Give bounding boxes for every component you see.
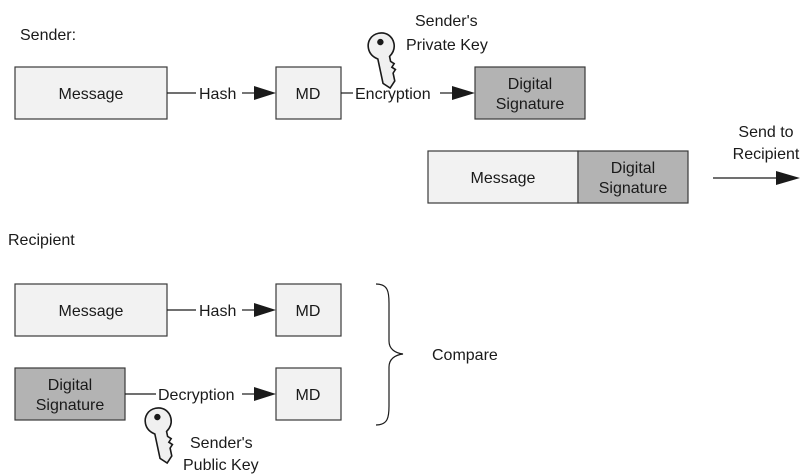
- sender-signature-box: [474, 66, 586, 120]
- recipient-hash-label: Hash: [199, 303, 236, 320]
- recipient-md-bottom-label: MD: [296, 387, 321, 404]
- private-key-label-line1: Sender's: [415, 13, 478, 30]
- sender-encryption-arrowhead: [452, 86, 475, 100]
- recipient-title: Recipient: [8, 232, 75, 249]
- send-label-line1: Send to: [738, 124, 793, 141]
- recipient-hash-arrowhead: [254, 303, 276, 317]
- sender-md-box: [275, 66, 342, 120]
- bundle-signature-line2: Signature: [599, 180, 668, 197]
- bundle-signature-line1: Digital: [611, 160, 655, 177]
- recipient-message-box: [14, 283, 168, 337]
- sender-signature-line2: Signature: [496, 96, 565, 113]
- recipient-md-top-box: [275, 283, 342, 337]
- sender-md-label: MD: [296, 86, 321, 103]
- sender-message-box: [14, 66, 168, 120]
- recipient-decryption-label: Decryption: [158, 387, 234, 404]
- send-arrowhead: [776, 171, 800, 185]
- compare-brace: [375, 283, 404, 426]
- public-key-label-line1: Sender's: [190, 435, 253, 452]
- sender-hash-arrowhead: [254, 86, 276, 100]
- private-key-label-line2: Private Key: [406, 37, 488, 54]
- bundle-message-box: [427, 150, 579, 204]
- sender-encryption-label: Encryption: [355, 86, 431, 103]
- public-key-icon: [141, 404, 181, 467]
- recipient-message-label: Message: [59, 303, 124, 320]
- public-key-label-line2: Public Key: [183, 457, 259, 474]
- compare-label: Compare: [432, 347, 498, 364]
- private-key-icon: [364, 29, 404, 92]
- recipient-md-bottom-box: [275, 367, 342, 421]
- bundle-message-label: Message: [471, 170, 536, 187]
- recipient-signature-line1: Digital: [48, 377, 92, 394]
- sender-message-label: Message: [59, 86, 124, 103]
- recipient-md-top-label: MD: [296, 303, 321, 320]
- send-label-line2: Recipient: [733, 146, 800, 163]
- sender-title: Sender:: [20, 27, 76, 44]
- sender-signature-line1: Digital: [508, 76, 552, 93]
- recipient-decryption-arrowhead: [254, 387, 276, 401]
- bundle-signature-box: [577, 150, 689, 204]
- sender-hash-label: Hash: [199, 86, 236, 103]
- recipient-signature-line2: Signature: [36, 397, 105, 414]
